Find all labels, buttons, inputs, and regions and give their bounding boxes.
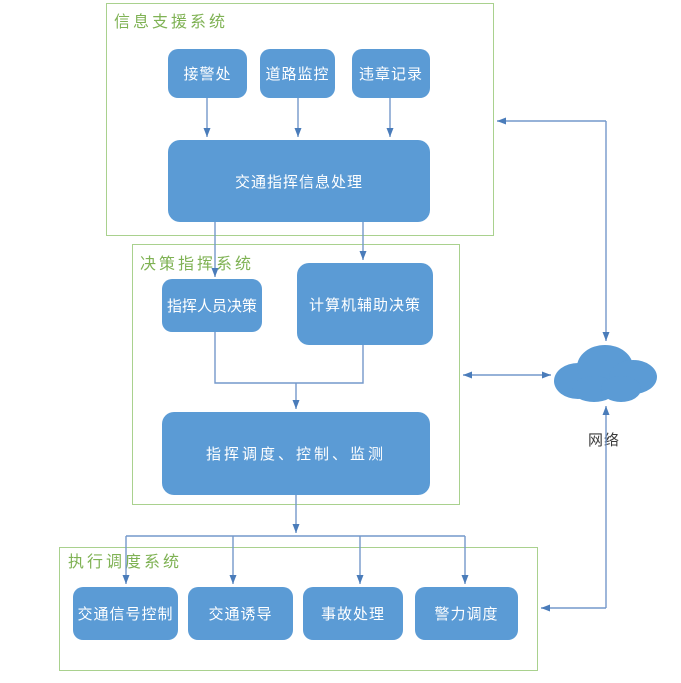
node-road-monitoring: 道路监控	[260, 49, 335, 98]
node-command-dispatch-control-monitoring: 指挥调度、控制、监测	[162, 412, 430, 495]
node-commander-decision: 指挥人员决策	[162, 279, 262, 332]
node-alarm-reception: 接警处	[168, 49, 247, 98]
group-title-information-support: 信息支援系统	[114, 14, 229, 31]
arrow-network-info-support	[497, 117, 610, 341]
group-execution-dispatch-system	[59, 547, 538, 671]
node-incident-handling: 事故处理	[303, 587, 403, 640]
node-computer-aided-decision: 计算机辅助决策	[297, 263, 433, 345]
network-label: 网络	[588, 432, 621, 449]
node-violation-records: 违章记录	[352, 49, 430, 98]
group-title-decision-command: 决策指挥系统	[140, 256, 255, 273]
node-traffic-guidance: 交通诱导	[188, 587, 293, 640]
group-title-execution-dispatch: 执行调度系统	[68, 554, 183, 571]
node-traffic-command-info-processing: 交通指挥信息处理	[168, 140, 430, 222]
node-traffic-signal-control: 交通信号控制	[73, 587, 178, 640]
node-police-dispatch: 警力调度	[415, 587, 518, 640]
network-cloud-icon	[554, 345, 657, 402]
group-information-support-system	[106, 3, 494, 236]
